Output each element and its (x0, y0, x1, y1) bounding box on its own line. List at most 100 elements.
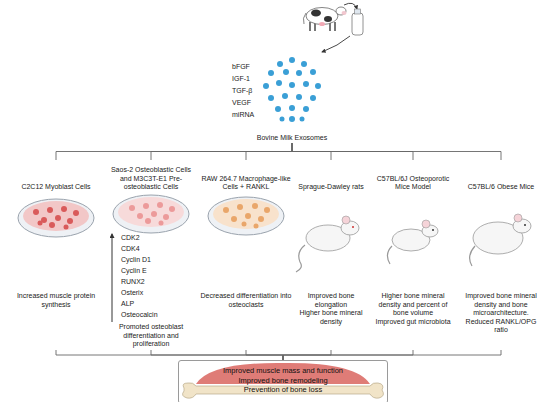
outcome-backdrop (179, 361, 387, 402)
cell (159, 221, 164, 226)
study-column: C2C12 Myoblast CellsIncreased muscle pro… (12, 160, 100, 350)
marker-gene: CDK2 (105, 232, 197, 243)
branch-connector (283, 350, 331, 360)
cow-nose (342, 11, 347, 15)
cell (137, 213, 143, 219)
cell (38, 221, 43, 226)
exosome-dot (289, 116, 295, 122)
factor-label: miRNA (232, 111, 254, 119)
cow-icon (303, 7, 346, 31)
marker-gene: Osteocalcin (105, 309, 197, 320)
branch-connector (292, 143, 331, 160)
cell-cluster (33, 206, 79, 230)
dish-rim (113, 195, 189, 233)
branch-connector (292, 143, 413, 160)
bottle-cap (355, 9, 361, 14)
marker-gene: Cyclin E (105, 265, 197, 276)
factor-label: bFGF (232, 63, 250, 71)
mouse-icon (387, 220, 438, 264)
mouse-tail (387, 246, 392, 264)
mouse-ear (422, 220, 430, 228)
dish-medium (118, 197, 184, 227)
factor-label: TGF-β (232, 87, 252, 95)
bottle-body (352, 13, 363, 35)
cell (55, 215, 61, 221)
exosome-dot (303, 106, 309, 112)
cow-body (306, 8, 338, 25)
cow-head (336, 7, 346, 15)
cell (73, 210, 79, 216)
cow-leg (309, 22, 311, 31)
cow-leg (334, 22, 336, 31)
marker-gene: RUNX2 (105, 276, 197, 287)
mouse-eye (524, 224, 526, 226)
factor-label: IGF-1 (232, 75, 250, 83)
exosome-dot (283, 69, 289, 75)
finding-text: Improved bone remodeling (179, 376, 387, 386)
petri-dish (208, 197, 284, 235)
cell (157, 202, 163, 208)
finding-text: Bovine Milk Exosomes (252, 134, 332, 143)
dish-rim (18, 199, 94, 237)
cell (242, 222, 247, 227)
cell (252, 203, 258, 209)
mouse-eye (432, 229, 434, 231)
exosome-dot (280, 117, 285, 122)
exosome-dot (310, 95, 316, 101)
dish-medium (23, 201, 89, 231)
exosome-dot (300, 117, 305, 122)
exosome-dot (301, 61, 307, 67)
rat-tail (296, 245, 305, 272)
cow-tail (303, 13, 306, 24)
cell-cluster (129, 202, 175, 226)
cell-cluster (223, 203, 270, 229)
finding-text: Prevention of bone loss (179, 385, 387, 395)
marker-gene: CDK4 (105, 243, 197, 254)
finding-text: Improved bone elongation (292, 292, 370, 309)
study-column: C57BL/6 Obese MiceImproved bone mineral … (458, 160, 544, 350)
cell (143, 203, 149, 209)
cell (33, 209, 39, 215)
finding-text: Improved gut microbiota (372, 318, 454, 327)
exosome-dots (263, 57, 321, 122)
exosome-dot (296, 70, 302, 76)
exosome-dot (310, 69, 316, 75)
study-column: Sprague-Dawley ratsImproved bone elongat… (292, 160, 370, 350)
cell (223, 207, 229, 213)
finding-text: Improved muscle mass and function (179, 366, 387, 376)
exosome-dot (315, 83, 321, 89)
petri-dish (18, 199, 94, 237)
study-column: C57BL/6J Osteoporotic Mice ModelHigher b… (372, 160, 454, 350)
marker-gene: Osterix (105, 287, 197, 298)
cell (49, 222, 55, 228)
cell (145, 218, 151, 224)
exosome-cluster: Bovine Milk Exosomes (252, 55, 332, 143)
marker-gene: ALP (105, 298, 197, 309)
study-column: RAW 264.7 Macrophage-like Cells + RANKLD… (200, 160, 292, 350)
supply-arrow (344, 3, 357, 9)
model-title: Saos-2 Osteoblastic Cells and M3C3T-E1 P… (105, 160, 197, 192)
cell (237, 204, 243, 210)
branch-connector (56, 143, 292, 160)
dish-medium (213, 199, 279, 229)
study-column: Saos-2 Osteoblastic Cells and M3C3T-E1 P… (105, 160, 197, 350)
finding-text: Higher bone mineral density and percent … (372, 292, 454, 318)
finding-text: Increased muscle protein synthesis (12, 292, 100, 309)
cow-spot (324, 16, 332, 22)
exosome-dot (303, 81, 309, 87)
marker-gene: Cyclin D1 (105, 254, 197, 265)
finding-text: Decreased differentiation into osteoclas… (200, 292, 292, 309)
model-title: C57BL/6J Osteoporotic Mice Model (372, 160, 454, 192)
cell (129, 205, 135, 211)
exosome-dot (268, 95, 274, 101)
cow-udder (319, 22, 325, 26)
exosome-dot (275, 106, 281, 112)
finding-text: Higher bone mineral density (292, 309, 370, 326)
cell (47, 207, 53, 213)
cell (264, 207, 270, 213)
exosome-dot (268, 70, 274, 76)
finding-text: Reduced RANKL/OPG ratio (458, 318, 544, 335)
model-title: Sprague-Dawley rats (292, 160, 370, 192)
